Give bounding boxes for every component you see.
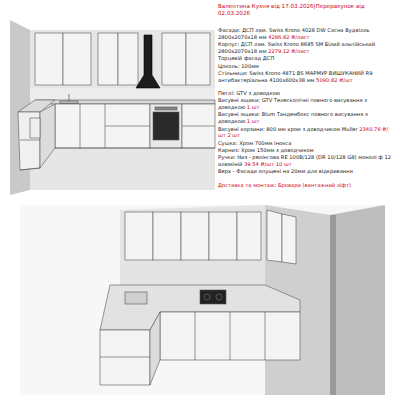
spec-line: Цоколь: 100мм: [218, 63, 396, 70]
spec-line: Висувні ящики: GTV Телескопічні повного …: [218, 97, 396, 111]
price-text: 2279.12 ₴/лист: [268, 48, 309, 54]
sheet-title: Валентина Кухня від 17.03.2026|Перерахун…: [218, 3, 396, 17]
spec-line: Висувні корзини: 800 мм хром з доводчико…: [218, 126, 396, 140]
price-text: 10 шт: [276, 161, 292, 167]
spec-line: Карниз: Хром 150мм з доводчиком: [218, 147, 396, 154]
price-text: Доставка та монтаж: Бровари (вантажний л…: [218, 182, 351, 188]
spec-text: Висувні ящики: Blum Тандембокс повного в…: [218, 111, 368, 124]
spec-gap: [218, 84, 396, 90]
spec-line: Стільниця: Swiss Krono 4871 BS МАРМУР ВИ…: [218, 70, 396, 84]
spec-line: Верх - Фасади опущені на 20мм для відкри…: [218, 168, 396, 175]
spec-gap: [218, 176, 396, 182]
price-text: 5090.82 ₴/шт: [316, 77, 353, 83]
price-text: 1 шт: [247, 104, 260, 110]
spec-text: Висувні ящики: GTV Телескопічні повного …: [218, 97, 367, 110]
spec-line: Корпус: ДСП лам. Swiss Krono 8685 SM Біл…: [218, 41, 396, 55]
spec-text: Висувні корзини: 800 мм хром з доводчико…: [218, 126, 358, 132]
price-text: 39.54 ₴/шт: [244, 161, 274, 167]
spec-text: Петлі: GTV з доводкою: [218, 90, 280, 96]
spec-line: Доставка та монтаж: Бровари (вантажний л…: [218, 182, 396, 189]
spec-text: Ручки: Низ - релінгова RE 100В/128 (DR 1…: [218, 154, 391, 167]
spec-text: Сушка: Хром 700мм Іноксa: [218, 140, 291, 146]
spec-line: Фасади: ДСП лам. Swiss Krono 4028 DW Сос…: [218, 27, 396, 41]
price-text: 2 шт: [227, 132, 240, 138]
spec-text: Цоколь: 100мм: [218, 63, 259, 69]
spec-line: Сушка: Хром 700мм Іноксa: [218, 140, 396, 147]
price-text: 4286.82 ₴/лист: [268, 34, 309, 40]
spec-line: Ручки: Низ - релінгова RE 100В/128 (DR 1…: [218, 154, 396, 168]
spec-line: Петлі: GTV з доводкою: [218, 90, 396, 97]
spec-text: Торцевій фасад ДСП: [218, 55, 274, 61]
spec-list: Фасади: ДСП лам. Swiss Krono 4028 DW Сос…: [218, 27, 396, 189]
spec-text: Карниз: Хром 150мм з доводчиком: [218, 147, 314, 153]
spec-line: Висувні ящики: Blum Тандембокс повного в…: [218, 111, 396, 125]
spec-text: Верх - Фасади опущені на 20мм для відкри…: [218, 168, 353, 174]
spec-line: Торцевій фасад ДСП: [218, 55, 396, 62]
price-text: 1 шт: [247, 118, 260, 124]
